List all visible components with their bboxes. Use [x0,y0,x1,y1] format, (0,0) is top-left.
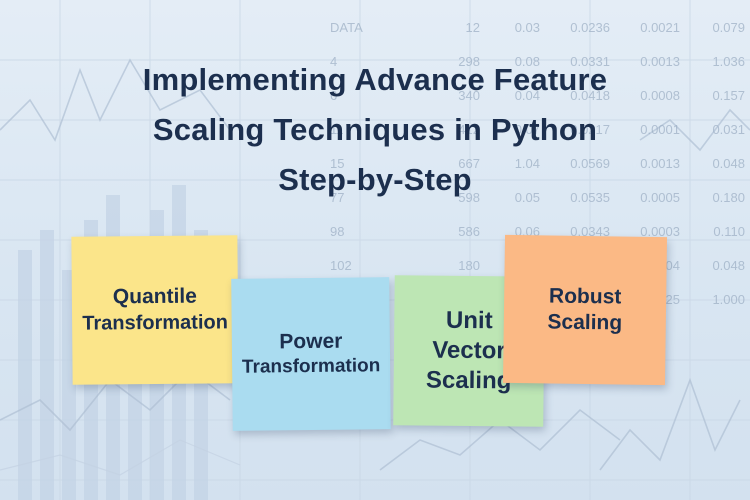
table-cell: 98 [330,224,345,239]
table-cell: 0.07 [514,122,540,137]
table-cell: 412 [458,122,480,137]
note-line: Robust [548,284,622,309]
note-line: Transformation [82,310,228,335]
table-cell: 0.0013 [640,54,680,69]
table-cell: 0.04 [514,88,540,103]
table-cell: 0.079 [712,20,745,35]
table-cell: 102 [330,258,352,273]
note-line: Unit [445,306,493,335]
table-cell: 0.157 [712,88,745,103]
table-cell: 0.0013 [640,156,680,171]
table-cell: 0.0008 [640,88,680,103]
sticky-note-quantile-transformation: Quantile Transformation [71,235,239,385]
table-cell: 0.0021 [640,20,680,35]
sticky-note-power-transformation: Power Transformation [231,277,391,431]
table-cell: 0.110 [713,224,745,239]
table-cell: 0.0331 [570,54,610,69]
note-line: Power [279,329,343,354]
table-cell: 15 [330,156,345,171]
note-line: Vector [432,336,506,365]
table-cell: 1.000 [712,292,745,307]
table-cell: 298 [458,54,480,69]
table-cell: 77 [330,190,345,205]
table-cell: 340 [458,88,480,103]
table-cell: 4 [330,54,338,69]
table-cell: 180 [458,258,480,273]
table-cell: 0.0003 [640,224,680,239]
table-header-cell: DATA [330,20,363,35]
table-cell: 667 [458,156,480,171]
table-cell: 0.0001 [640,122,680,137]
table-cell: 0.180 [712,190,745,205]
table-cell: 0.0535 [570,190,610,205]
note-line: Scaling [547,310,623,335]
note-line: Quantile [112,285,197,309]
note-line: Scaling [425,366,512,395]
table-cell: 598 [458,190,480,205]
table-cell: 0.03 [514,20,540,35]
title-line-2: Scaling Techniques in Python [152,112,598,147]
title-line-3: Step-by-Step [278,162,472,197]
table-cell: 586 [458,224,480,239]
table-cell: 1.04 [514,156,540,171]
table-cell: 0.0005 [640,190,680,205]
table-cell: 1.036 [712,54,745,69]
title-line-1: Implementing Advance Feature [142,62,608,97]
table-cell: 0.0236 [570,20,610,35]
table-cell: 0.031 [712,122,745,137]
table-cell: 6 [330,88,338,103]
table-cell: 0.048 [712,156,745,171]
table-cell: 0.048 [712,258,745,273]
table-cell: 0.08 [514,54,540,69]
table-cell: 12 [465,20,480,35]
table-cell: 0.0569 [570,156,610,171]
table-cell: 0.05 [514,190,540,205]
note-line: Transformation [241,355,381,378]
sticky-note-robust-scaling: Robust Scaling [502,234,668,386]
table-cell: 0.0418 [570,88,610,103]
table-cell: 11 [330,122,344,137]
table-cell: 0.0217 [570,122,610,137]
